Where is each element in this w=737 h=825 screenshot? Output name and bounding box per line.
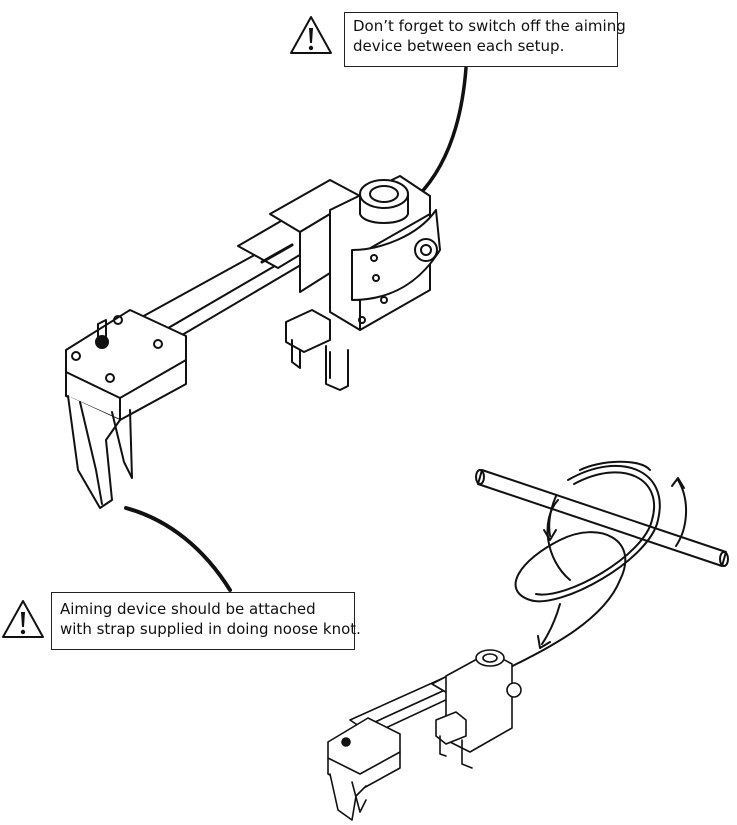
callout-top-line2: device between each setup. xyxy=(353,37,565,55)
strap-noose xyxy=(493,460,688,677)
leader-line-top xyxy=(416,66,468,198)
callout-top-line1: Don’t forget to switch off the aiming xyxy=(353,17,626,35)
warning-triangle-icon xyxy=(2,600,44,638)
callout-strap-noose: Aiming device should be attached with st… xyxy=(51,592,361,650)
warning-triangle-icon xyxy=(290,16,332,54)
callout-bottom-line1: Aiming device should be attached xyxy=(60,600,316,618)
callout-switch-off: Don’t forget to switch off the aiming de… xyxy=(344,12,626,67)
aiming-device-small xyxy=(327,649,522,821)
mounting-rod xyxy=(475,469,729,567)
aiming-device-large xyxy=(65,175,441,509)
leader-line-bottom xyxy=(124,506,232,592)
callout-bottom-line2: with strap supplied in doing noose knot. xyxy=(60,620,361,638)
